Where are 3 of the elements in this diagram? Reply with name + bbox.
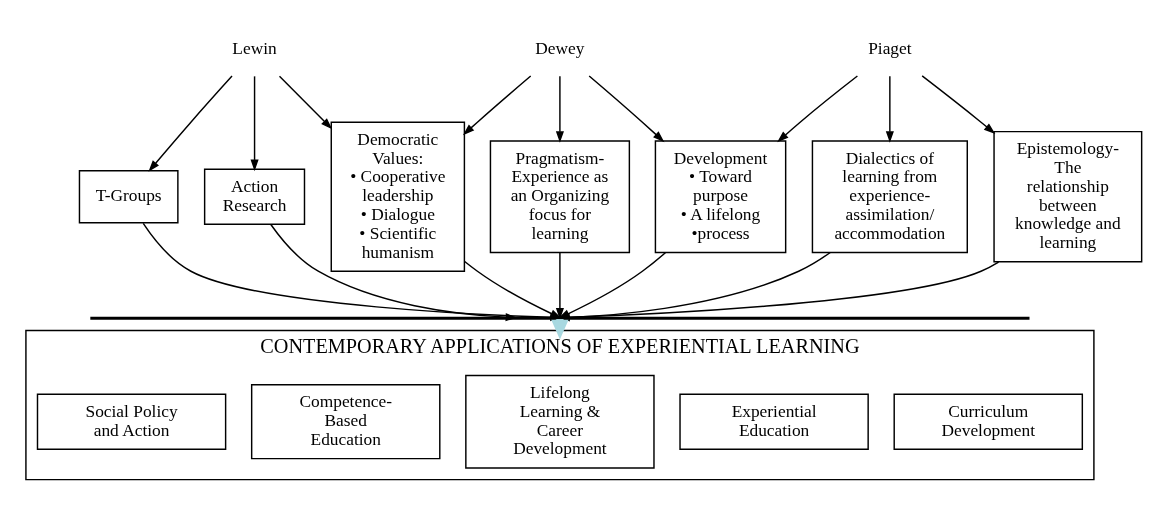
node-text: Lewin: [232, 39, 277, 59]
node-text: Dewey: [535, 39, 585, 59]
node-text: Piaget: [868, 39, 912, 59]
